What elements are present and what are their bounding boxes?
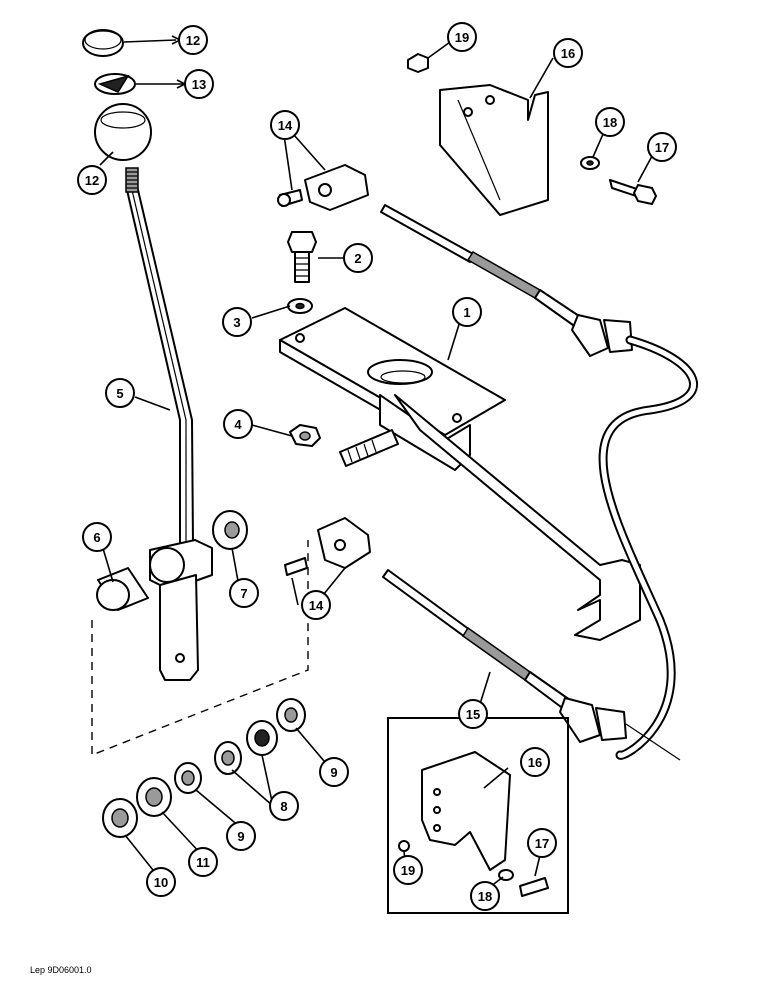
callout-14-lower: 14 [301, 590, 331, 620]
callout-16-inset: 16 [520, 747, 550, 777]
callout-label: 1 [463, 305, 470, 320]
callout-4: 4 [223, 409, 253, 439]
callout-label: 17 [655, 140, 669, 155]
callout-label: 10 [154, 875, 168, 890]
callout-label: 15 [466, 707, 480, 722]
callout-17-inset: 17 [527, 828, 557, 858]
callout-9-right: 9 [319, 757, 349, 787]
inset-small-hardware [398, 840, 549, 897]
knob-part [94, 103, 152, 161]
callout-label: 4 [234, 417, 242, 432]
callout-2: 2 [343, 243, 373, 273]
callout-label: 14 [278, 118, 293, 133]
callout-label: 5 [116, 386, 123, 401]
callout-18-upper: 18 [595, 107, 625, 137]
callout-7: 7 [229, 578, 259, 608]
callout-label: 11 [196, 855, 210, 870]
callout-12-knob: 12 [77, 165, 107, 195]
callout-label: 8 [280, 799, 287, 814]
callout-8: 8 [269, 791, 299, 821]
lower-hardware [102, 698, 306, 838]
callout-label: 12 [186, 33, 200, 48]
lower-support-bracket [421, 751, 511, 871]
upper-clevis-part [277, 164, 369, 211]
upper-cable-part [380, 204, 698, 760]
upper-bolt-part [609, 179, 657, 205]
callout-10: 10 [146, 867, 176, 897]
callout-6: 6 [82, 522, 112, 552]
callout-19-upper: 19 [447, 22, 477, 52]
figure-reference: Lep 9D06001.0 [30, 965, 92, 975]
callout-label: 9 [330, 765, 337, 780]
callout-13: 13 [184, 69, 214, 99]
callout-1: 1 [452, 297, 482, 327]
callout-19-inset: 19 [393, 855, 423, 885]
callout-label: 18 [603, 115, 617, 130]
callout-label: 7 [240, 586, 247, 601]
callout-label: 17 [535, 836, 549, 851]
bolt-part [287, 231, 317, 283]
washer-part [287, 298, 313, 314]
callout-3: 3 [222, 307, 252, 337]
callout-9-left: 9 [226, 821, 256, 851]
callout-12-top: 12 [178, 25, 208, 55]
gear-lever-part [125, 167, 213, 681]
callout-label: 2 [354, 251, 361, 266]
upper-nut-part [407, 53, 429, 73]
nut-part [289, 424, 321, 447]
callout-16-upper: 16 [553, 38, 583, 68]
callout-label: 3 [233, 315, 240, 330]
callout-label: 6 [93, 530, 100, 545]
callout-label: 16 [528, 755, 542, 770]
callout-label: 19 [455, 30, 469, 45]
cap-part [82, 29, 124, 57]
callout-label: 13 [192, 77, 206, 92]
callout-label: 19 [401, 863, 415, 878]
spacer-part [212, 510, 248, 550]
callout-5: 5 [105, 378, 135, 408]
insert-part [94, 73, 136, 95]
upper-support-bracket [439, 84, 549, 216]
callout-17-upper: 17 [647, 132, 677, 162]
callout-label: 12 [85, 173, 99, 188]
callout-label: 18 [478, 889, 492, 904]
callout-14-upper: 14 [270, 110, 300, 140]
callout-label: 14 [309, 598, 324, 613]
callout-18-inset: 18 [470, 881, 500, 911]
mounting-bracket-part [279, 307, 641, 641]
callout-15: 15 [458, 699, 488, 729]
callout-11: 11 [188, 847, 218, 877]
callout-label: 16 [561, 46, 575, 61]
callout-label: 9 [237, 829, 244, 844]
bushing-part [96, 567, 149, 611]
upper-washer-part [580, 156, 600, 170]
lower-cable-part [382, 569, 681, 761]
lower-clevis-part [284, 517, 371, 576]
